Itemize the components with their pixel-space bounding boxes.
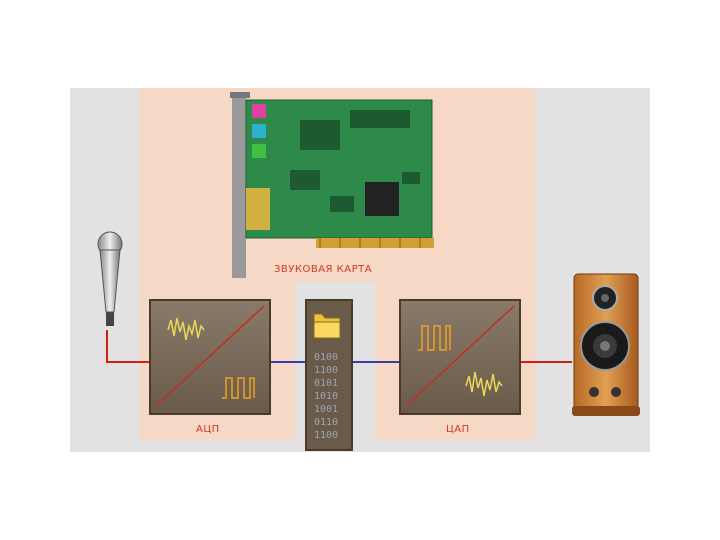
sound-card-label: ЗВУКОВАЯ КАРТА	[274, 264, 372, 275]
binary-code: 1100	[314, 365, 338, 376]
binary-code: 1001	[314, 404, 338, 415]
adc-label: АЦП	[196, 424, 220, 435]
binary-code: 0101	[314, 378, 338, 389]
sound-card-icon	[230, 92, 434, 278]
dac-digital-signal	[418, 325, 451, 351]
binary-codes: 0100 1100 0101 1010 1001 0110 1100	[314, 352, 338, 441]
adc-analog-signal	[167, 317, 205, 341]
binary-code: 0100	[314, 352, 338, 363]
speaker-icon	[572, 273, 640, 416]
binary-code: 0110	[314, 417, 338, 428]
adc-converter	[149, 299, 271, 415]
microphone-icon	[97, 231, 123, 326]
binary-code: 1100	[314, 430, 338, 441]
binary-code: 1010	[314, 391, 338, 402]
dac-converter	[399, 299, 521, 415]
adc-digital-signal	[222, 377, 255, 399]
mic-wire	[106, 330, 150, 363]
dac-label: ЦАП	[446, 424, 470, 435]
folder-icon	[313, 313, 341, 339]
dac-analog-signal	[465, 371, 503, 397]
